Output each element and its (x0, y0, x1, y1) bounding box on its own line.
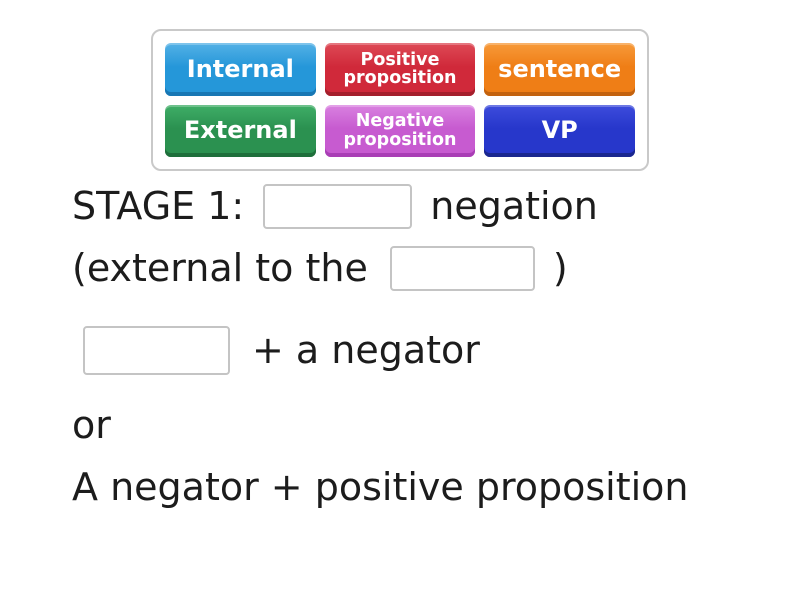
line1-prefix-text: STAGE 1: (72, 183, 245, 228)
line3-suffix-text: + a negator (252, 327, 480, 372)
word-chip-external[interactable]: External (165, 104, 316, 157)
line2-suffix-text: ) (552, 245, 568, 290)
sentence-line-1: STAGE 1: negation (72, 184, 598, 229)
word-chip-vp[interactable]: VP (484, 104, 635, 157)
line4-text: or (72, 403, 111, 447)
line5-text: A negator + positive proposition (72, 465, 689, 509)
answer-blank-3[interactable] (83, 326, 230, 375)
line2-prefix-text: (external to the (72, 245, 368, 290)
sentence-line-3: + a negator (83, 326, 480, 375)
word-chip-internal[interactable]: Internal (165, 43, 316, 96)
sentence-line-2: (external to the ) (72, 246, 568, 291)
sentence-line-5: A negator + positive proposition (72, 465, 689, 510)
word-bank: Internal Positive proposition sentence E… (151, 29, 649, 171)
word-chip-sentence[interactable]: sentence (484, 43, 635, 96)
line1-suffix-text: negation (430, 183, 598, 228)
sentence-line-4: or (72, 403, 111, 448)
word-chip-negative-proposition[interactable]: Negative proposition (324, 104, 476, 157)
word-chip-positive-proposition[interactable]: Positive proposition (324, 43, 476, 96)
answer-blank-2[interactable] (389, 246, 535, 291)
answer-blank-1[interactable] (263, 184, 413, 229)
